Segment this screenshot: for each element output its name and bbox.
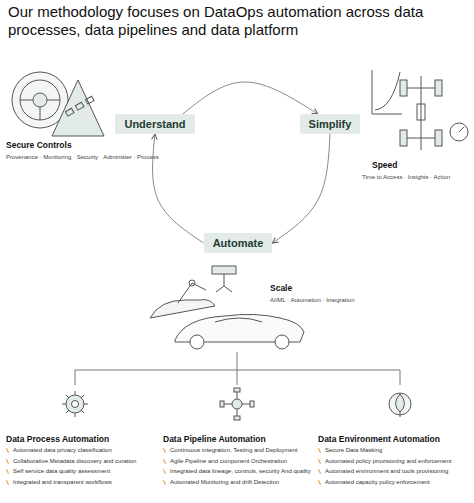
icon-stroke: [400, 130, 407, 146]
icon-stroke: [20, 80, 60, 120]
bullet-marker: [163, 459, 166, 464]
icon-stroke: [250, 401, 254, 407]
bullet-marker: [163, 448, 166, 453]
bullet-item: Automated data privacy classification: [6, 447, 156, 455]
bullet-item: Automated capacity policy enforcement: [318, 479, 470, 487]
bullet-item: Collaborative Metadata discovery and cur…: [6, 458, 156, 466]
icon-stroke: [372, 70, 402, 114]
section-heading: Secure Controls: [6, 140, 72, 150]
icon-stroke: [417, 104, 425, 120]
bullet-item: Secure Data Masking: [318, 447, 470, 455]
icon-stroke: [72, 401, 79, 408]
bullet-marker: [6, 459, 9, 464]
bullet-item: Continuous integration, Testing and Depl…: [163, 447, 315, 455]
icon-stroke: [459, 127, 464, 132]
bullet-marker: [318, 459, 321, 464]
column-heading: Data Process Automation: [6, 434, 109, 444]
icon-stroke: [190, 335, 204, 349]
icon-stroke: [75, 352, 400, 385]
bullet-marker: [163, 469, 166, 474]
scale-icon: [150, 266, 304, 349]
icon-stroke: [234, 416, 240, 420]
icon-stroke: [275, 335, 289, 349]
bullet-item: Integrated data lineage, controls, secur…: [163, 468, 315, 476]
icon-stroke: [215, 318, 262, 322]
page-title: Our methodology focuses on DataOps autom…: [8, 3, 438, 39]
icon-stroke: [189, 280, 195, 286]
column-heading: Data Pipeline Automation: [163, 434, 266, 444]
icon-stroke: [75, 102, 84, 110]
icon-stroke: [216, 274, 232, 292]
speed-icon: [372, 70, 468, 150]
icon-stroke: [389, 393, 411, 415]
step-label: Automate: [213, 237, 264, 249]
column-heading: Data Environment Automation: [318, 434, 440, 444]
icon-stroke: [224, 391, 250, 417]
icon-stroke: [405, 76, 437, 150]
icon-stroke: [52, 80, 104, 136]
cycle-arrow: [183, 82, 318, 114]
bullet-marker: [6, 469, 9, 474]
section-heading: Scale: [270, 283, 292, 293]
icon-stroke: [400, 412, 401, 417]
bullet-marker: [6, 480, 9, 485]
icon-stroke: [400, 80, 407, 96]
secure-controls-icon: [12, 72, 104, 136]
bullet-item: Automated Monitoring and drift Detection: [163, 479, 315, 487]
icon-stroke: [435, 80, 442, 96]
icon-stroke: [20, 100, 60, 120]
bullet-marker: [318, 480, 321, 485]
icon-stroke: [450, 123, 468, 141]
cycle-step-box: Understand: [115, 114, 194, 134]
icon-stroke: [375, 72, 400, 110]
process-gear-icon: [62, 391, 88, 417]
pipeline-icon: [220, 388, 254, 420]
icon-stroke: [396, 394, 405, 412]
cycle-step-box: Simplify: [300, 114, 361, 134]
bullet-item: Automated environment and tools provisio…: [318, 468, 470, 476]
icon-stroke: [150, 300, 215, 318]
icon-stroke: [212, 266, 236, 274]
cycle-arrow: [153, 134, 204, 243]
icon-stroke: [435, 130, 442, 146]
bullet-item: Integrated and transparent workflows: [6, 479, 156, 487]
icon-stroke: [232, 399, 242, 409]
bullet-item: Automated policy provisioning and enforc…: [318, 458, 470, 466]
cycle-arrow: [272, 134, 330, 243]
section-subtitle: Time to Access · Insights · Action: [362, 173, 470, 181]
icon-stroke: [220, 401, 224, 407]
step-label: Simplify: [309, 118, 352, 130]
section-subtitle: Provenance · Monitoring · Security · Adm…: [6, 153, 206, 161]
section-subtitle: AI/ML · Automation · Integration: [270, 296, 420, 304]
bullet-marker: [318, 448, 321, 453]
icon-stroke: [65, 108, 74, 116]
bullet-marker: [163, 480, 166, 485]
bullet-marker: [6, 448, 9, 453]
bullet-marker: [318, 469, 321, 474]
bracket-line: [75, 352, 400, 385]
icon-stroke: [85, 96, 94, 104]
environment-icon: [389, 393, 411, 417]
icon-stroke: [33, 93, 47, 107]
bullet-item: Agile Pipeline and component Orchestrati…: [163, 458, 315, 466]
section-heading: Speed: [372, 160, 398, 170]
step-label: Understand: [124, 118, 185, 130]
icon-stroke: [234, 388, 240, 392]
bullet-item: Self service data quality assessment: [6, 468, 156, 476]
cycle-step-box: Automate: [204, 233, 273, 253]
icon-stroke: [62, 391, 88, 417]
